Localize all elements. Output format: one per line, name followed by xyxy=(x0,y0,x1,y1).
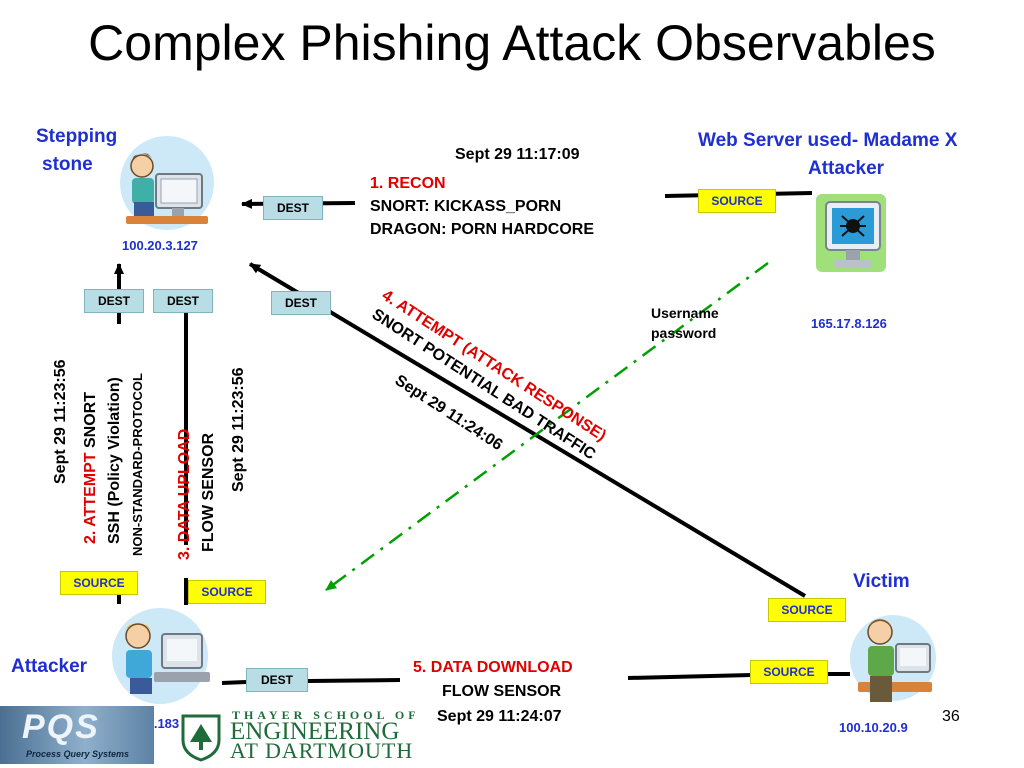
attack-response-source-tag: SOURCE xyxy=(768,598,846,622)
page-number: 36 xyxy=(942,708,960,725)
attempt-protocol: NON-STANDARD-PROTOCOL xyxy=(130,373,145,556)
slide-title: Complex Phishing Attack Observables xyxy=(88,15,936,71)
web-server-label-1: Web Server used- Madame X xyxy=(698,130,958,151)
upload-dest-tag: DEST xyxy=(153,289,213,313)
attempt-title-group: 2. ATTEMPT SNORT xyxy=(82,392,100,544)
attempt-dest-tag: DEST xyxy=(84,289,144,313)
dartmouth-shield-icon xyxy=(181,714,221,762)
recon-time: Sept 29 11:17:09 xyxy=(455,146,580,163)
attempt-ssh: SSH (Policy Violation) xyxy=(106,377,123,544)
attempt-title-suffix: SNORT xyxy=(82,391,99,453)
recon-title: 1. RECON xyxy=(370,175,446,192)
stepping-stone-computer-icon xyxy=(120,136,214,230)
credential-line xyxy=(325,261,769,592)
download-line-mid xyxy=(307,678,401,683)
pqs-logo: PQS Process Query Systems xyxy=(0,706,154,764)
school-line-1: THAYER SCHOOL OF xyxy=(232,708,420,722)
web-server-label-2: Attacker xyxy=(808,158,885,179)
download-dest-tag: DEST xyxy=(246,668,308,692)
recon-source-tag: SOURCE xyxy=(698,189,776,213)
stepping-stone-label-1: Stepping xyxy=(36,126,118,147)
recon-dest-tag: DEST xyxy=(263,196,323,220)
download-line-left xyxy=(221,680,247,685)
school-line-2: ENGINEERING xyxy=(230,718,400,745)
attempt-time: Sept 29 11:23:56 xyxy=(52,359,69,484)
attempt-title: 2. ATTEMPT xyxy=(82,452,99,544)
stepping-stone-ip: 100.20.3.127 xyxy=(122,238,198,253)
stepping-stone-label-2: stone xyxy=(42,154,93,175)
credential-password: password xyxy=(651,325,717,341)
download-sensor: FLOW SENSOR xyxy=(442,683,562,700)
attempt-source-tag: SOURCE xyxy=(60,571,138,595)
recon-snort: SNORT: KICKASS_PORN xyxy=(370,198,562,215)
attack-response-dest-tag: DEST xyxy=(271,291,331,315)
attacker-label: Attacker xyxy=(11,656,88,677)
victim-man-computer-icon xyxy=(850,615,936,702)
web-server-spider-monitor-icon xyxy=(816,194,886,272)
upload-title: 3. DATA UPLOAD xyxy=(176,428,193,560)
download-time: Sept 29 11:24:07 xyxy=(437,708,562,725)
victim-ip: 100.10.20.9 xyxy=(839,720,908,735)
upload-source-tag: SOURCE xyxy=(188,580,266,604)
attacker-girl-computer-icon xyxy=(112,608,210,704)
school-line-3: AT DARTMOUTH xyxy=(230,738,414,763)
download-source-tag: SOURCE xyxy=(750,660,828,684)
upload-time: Sept 29 11:23:56 xyxy=(230,367,247,492)
credential-username: Username xyxy=(651,305,719,321)
pqs-logo-subtitle: Process Query Systems xyxy=(26,749,130,759)
upload-sensor: FLOW SENSOR xyxy=(200,432,217,552)
web-server-ip: 165.17.8.126 xyxy=(811,316,887,331)
download-title: 5. DATA DOWNLOAD xyxy=(413,659,573,676)
recon-dragon: DRAGON: PORN HARDCORE xyxy=(370,221,594,238)
download-line-right xyxy=(627,673,753,680)
victim-label: Victim xyxy=(853,571,910,592)
attack-response-line xyxy=(248,262,807,598)
pqs-logo-text: PQS xyxy=(22,708,100,746)
